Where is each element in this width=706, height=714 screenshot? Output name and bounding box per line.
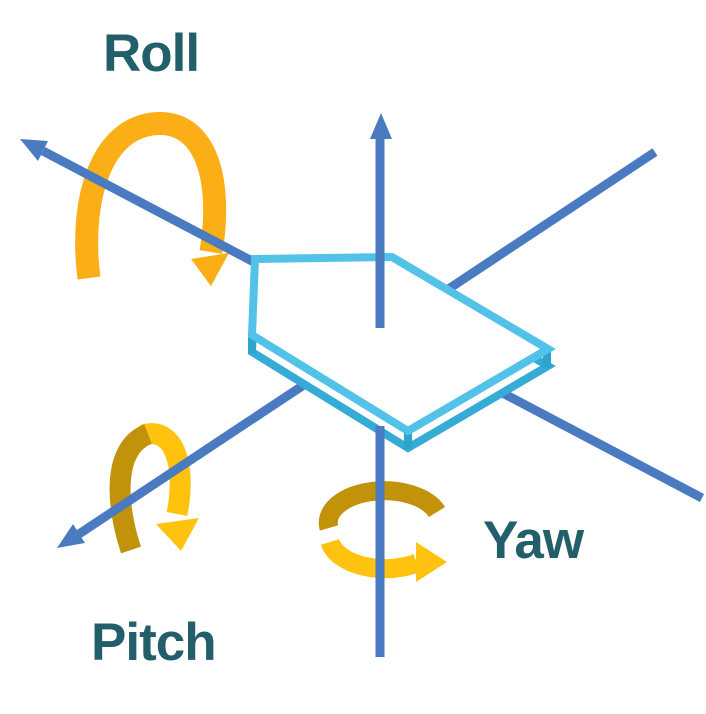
yaw-rotation-arc-back — [318, 481, 446, 531]
roll-axis-arrowhead-icon — [20, 139, 48, 161]
yaw-rotation-arc-front — [320, 538, 421, 579]
aircraft-plate — [247, 252, 556, 453]
roll-rotation-arrow — [75, 112, 229, 286]
pitch-axis-arrowhead-icon — [57, 524, 85, 548]
roll-rotation-arc — [75, 112, 227, 280]
roll-label: Roll — [103, 24, 199, 83]
pitch-rotation-arrow — [109, 423, 199, 554]
pitch-rotation-arc-back — [109, 424, 153, 554]
pitch-rotation-arrowhead-icon — [156, 518, 199, 551]
aircraft-plate-top-face — [247, 252, 556, 436]
yaw-rotation-arrow — [318, 481, 447, 582]
yaw-label: Yaw — [483, 511, 585, 570]
pitch-rotation-arc-front — [139, 423, 191, 517]
yaw-axis-arrowhead-icon — [370, 113, 392, 139]
yaw-axis — [370, 113, 392, 657]
roll-rotation-arrowhead-icon — [191, 253, 229, 286]
pitch-label: Pitch — [91, 613, 216, 672]
yaw-rotation-arrowhead-icon — [416, 542, 447, 582]
